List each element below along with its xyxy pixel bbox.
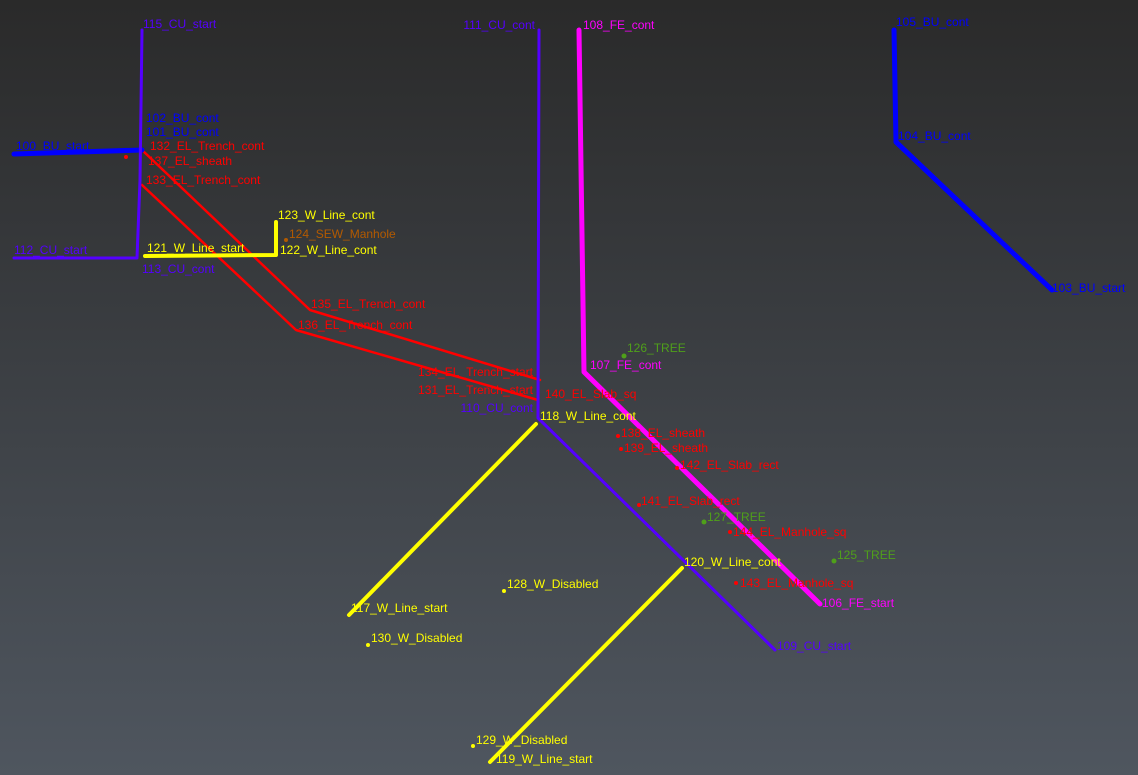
label-113: 113_CU_cont: [142, 262, 215, 276]
label-144: 144_EL_Manhole_sq: [733, 525, 846, 539]
point-markers: [124, 155, 837, 748]
label-125: 125_TREE: [837, 548, 896, 562]
w-line-117[interactable]: [347, 422, 538, 617]
point-130[interactable]: [366, 643, 370, 647]
point-128[interactable]: [502, 589, 506, 593]
label-126: 126_TREE: [627, 341, 686, 355]
label-131: 131_EL_Trench_start: [418, 383, 534, 397]
point-129[interactable]: [471, 744, 475, 748]
w-line-119[interactable]: [488, 566, 684, 764]
label-101: 101_BU_cont: [146, 125, 219, 139]
label-128: 128_W_Disabled: [507, 577, 598, 591]
el-trench-line-a[interactable]: [140, 148, 542, 382]
label-100: 100_BU_start: [16, 139, 90, 153]
label-140: 140_EL_Slab_sq: [545, 387, 636, 401]
cu-line-115[interactable]: [12, 28, 144, 260]
label-106: 106_FE_start: [822, 596, 895, 610]
point-141[interactable]: [637, 503, 641, 507]
labels: 111_CU_cont 115_CU_start 108_FE_cont 105…: [14, 15, 1126, 766]
label-109: 109_CU_start: [777, 639, 852, 653]
label-122: 122_W_Line_cont: [280, 243, 377, 257]
label-102: 102_BU_cont: [146, 111, 219, 125]
label-142: 142_EL_Slab_rect: [680, 458, 779, 472]
label-108: 108_FE_cont: [583, 18, 655, 32]
label-136: 136_EL_Trench_cont: [298, 318, 413, 332]
label-110: 110_CU_cont: [461, 401, 534, 415]
point-143[interactable]: [734, 581, 738, 585]
label-107: 107_FE_cont: [590, 358, 662, 372]
label-103: 103_BU_start: [1052, 281, 1126, 295]
label-118: 118_W_Line_cont: [540, 409, 637, 423]
point-127[interactable]: [701, 519, 707, 525]
label-104: 104_BU_cont: [898, 129, 971, 143]
w-line-121[interactable]: [143, 220, 278, 258]
cu-line-111[interactable]: [536, 28, 777, 652]
point-124[interactable]: [284, 238, 288, 242]
label-135: 135_EL_Trench_cont: [311, 297, 426, 311]
label-143: 143_EL_Manhole_sq: [740, 576, 853, 590]
label-137: 137_EL_sheath: [148, 154, 232, 168]
label-121: 121_W_Line_start: [147, 241, 245, 255]
label-138: 138_EL_sheath: [621, 426, 705, 440]
label-141: 141_EL_Slab_rect: [641, 494, 740, 508]
label-134: 134_EL_Trench_start: [418, 365, 534, 379]
label-127: 127_TREE: [707, 510, 766, 524]
label-111: 111_CU_cont: [463, 18, 535, 32]
label-132: 132_EL_Trench_cont: [150, 139, 265, 153]
label-105: 105_BU_cont: [896, 15, 969, 29]
label-119: 119_W_Line_start: [496, 752, 593, 766]
label-120: 120_W_Line_cont: [684, 555, 781, 569]
point-137[interactable]: [124, 155, 128, 159]
label-139: 139_EL_sheath: [624, 441, 708, 455]
el-trench-line-b[interactable]: [140, 183, 540, 402]
bu-line-105[interactable]: [891, 27, 1055, 293]
point-126[interactable]: [621, 353, 627, 359]
label-117: 117_W_Line_start: [351, 601, 448, 615]
bu-line-100[interactable]: [11, 147, 145, 157]
point-144[interactable]: [728, 530, 732, 534]
label-130: 130_W_Disabled: [371, 631, 462, 645]
point-139[interactable]: [619, 447, 623, 451]
label-123: 123_W_Line_cont: [278, 208, 375, 222]
label-129: 129_W_Disabled: [476, 733, 567, 747]
fe-line-108[interactable]: [576, 27, 823, 607]
label-115: 115_CU_start: [143, 17, 217, 31]
point-142[interactable]: [675, 466, 679, 470]
label-112: 112_CU_start: [14, 243, 88, 257]
point-138[interactable]: [616, 434, 620, 438]
point-125[interactable]: [831, 558, 837, 564]
label-133: 133_EL_Trench_cont: [146, 173, 261, 187]
label-124: 124_SEW_Manhole: [289, 227, 396, 241]
